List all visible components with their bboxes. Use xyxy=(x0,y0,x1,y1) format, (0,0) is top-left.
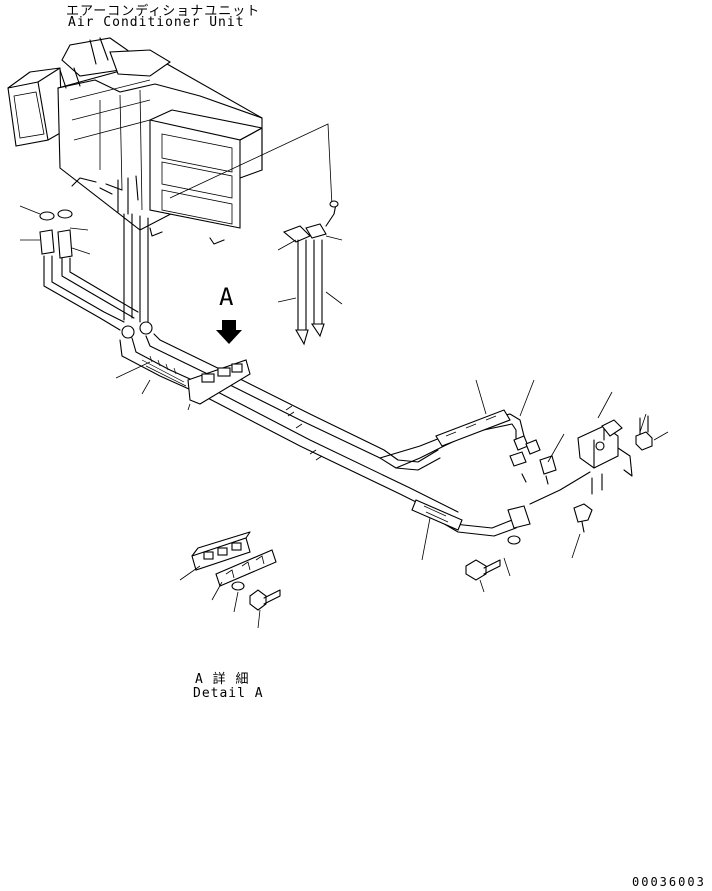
lower-hose-run xyxy=(115,321,459,521)
unit-label-japanese: エアーコンディショナユニット xyxy=(66,4,261,19)
detail-a-parts xyxy=(179,531,281,629)
left-hose-group xyxy=(19,205,149,331)
air-conditioner-unit xyxy=(7,37,263,245)
unit-label-english: Air Conditioner Unit xyxy=(68,15,245,30)
detail-label-japanese: A 詳 細 xyxy=(195,672,250,687)
right-pipe-section xyxy=(379,379,565,485)
view-marker-label: A xyxy=(219,283,234,311)
unit-leader-line xyxy=(169,123,333,207)
drawing-number: 00036003 xyxy=(632,875,706,889)
detail-label-english: Detail A xyxy=(193,686,264,701)
middle-hose-pair xyxy=(277,200,343,346)
right-mount-block xyxy=(529,391,669,559)
right-hose-assembly xyxy=(411,499,531,593)
view-arrow-a xyxy=(216,320,242,344)
